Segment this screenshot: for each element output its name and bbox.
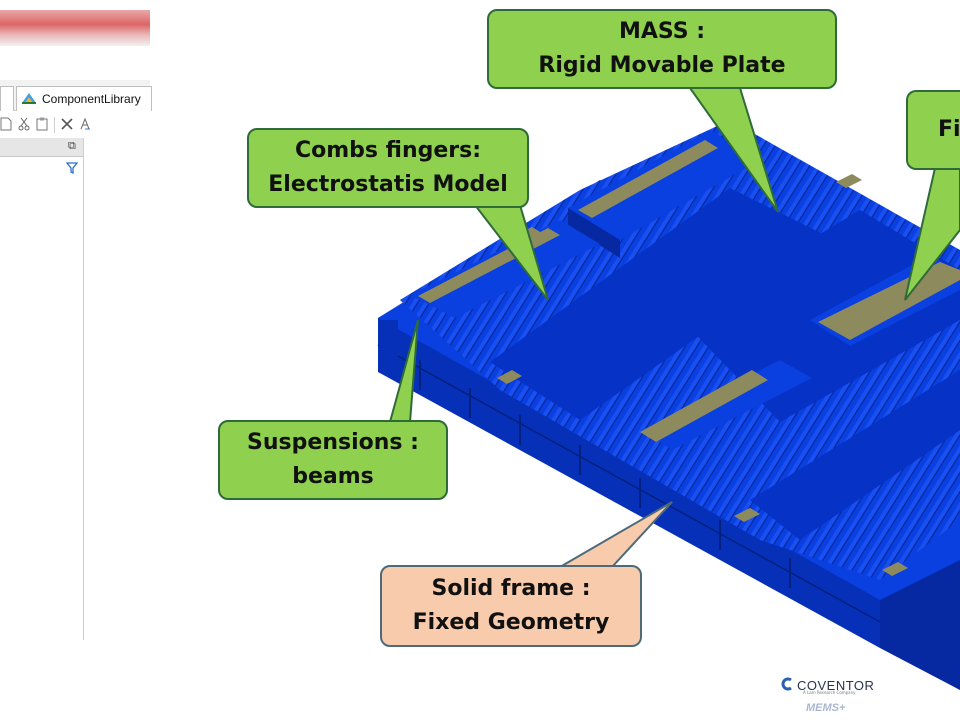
suspensions-callout-line2: beams — [292, 464, 374, 489]
frame-callout-line1: Solid frame : — [431, 576, 591, 601]
fixed-callout-line1: Fi — [938, 117, 960, 142]
panel-divider — [83, 138, 84, 640]
filter-icon[interactable] — [65, 162, 79, 177]
combs-callout: Combs fingers: Electrostatis Model — [247, 128, 529, 208]
window-titlebar — [0, 10, 150, 46]
tab-component-library[interactable]: ComponentLibrary — [16, 86, 152, 111]
fixed-callout: Fi — [906, 90, 960, 170]
mass-callout-line1: MASS : — [618, 19, 706, 44]
tab-label: ComponentLibrary — [42, 92, 141, 106]
mass-callout-line2: Rigid Movable Plate — [538, 53, 786, 78]
frame-callout-tail — [556, 501, 673, 568]
paste-icon[interactable] — [36, 117, 48, 134]
logo-brand: COVENTOR — [797, 678, 875, 693]
frame-callout: Solid frame : Fixed Geometry — [380, 565, 642, 647]
restore-icon[interactable]: ⧉ — [68, 139, 76, 152]
tab-previous[interactable] — [0, 86, 14, 111]
combs-callout-line1: Combs fingers: — [294, 138, 482, 163]
rename-icon[interactable] — [79, 117, 91, 134]
suspensions-callout: Suspensions : beams — [218, 420, 448, 500]
toolbar-separator — [54, 117, 55, 133]
delete-icon[interactable] — [61, 117, 73, 134]
new-file-icon[interactable] — [0, 117, 12, 134]
suspension-anchor — [378, 305, 420, 370]
library-toolbar — [0, 114, 150, 136]
panel-header — [0, 138, 84, 157]
frame-callout-line2: Fixed Geometry — [412, 610, 610, 635]
cut-icon[interactable] — [18, 117, 30, 134]
combs-callout-line2: Electrostatis Model — [268, 172, 508, 197]
component-library-icon — [21, 91, 37, 108]
coventor-logo: COVENTOR — [780, 676, 874, 695]
suspensions-callout-line1: Suspensions : — [247, 430, 419, 455]
mass-callout: MASS : Rigid Movable Plate — [487, 9, 837, 89]
ide-panel: ComponentLibrary ⧉ — [0, 0, 152, 640]
product-name: MEMS+ — [806, 702, 846, 714]
logo-tagline: A Lam Research Company — [803, 690, 856, 695]
coventor-mark-icon — [780, 676, 794, 695]
